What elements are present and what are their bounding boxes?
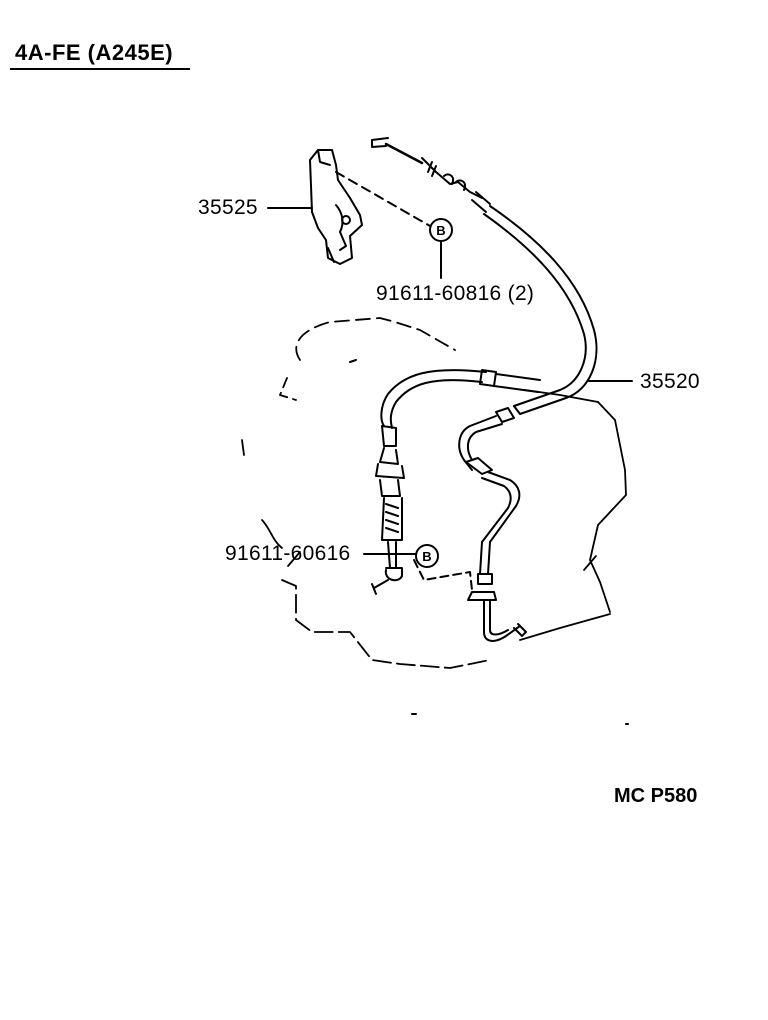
bolt-lower-dashline	[413, 559, 473, 591]
bolt-marker-lower-label: B	[422, 549, 431, 564]
shift-control-cable	[458, 205, 598, 642]
cable-top-end	[371, 137, 491, 213]
bolt-upper-dashline	[335, 171, 431, 227]
transmission-outline	[241, 317, 627, 669]
callout-bolt-lower: 91611-60616	[225, 542, 351, 565]
bolt-marker-lower: B	[415, 544, 439, 568]
shift-cable-bracket	[309, 149, 363, 265]
callout-bolt-upper: 91611-60816 (2)	[376, 282, 535, 305]
callout-bracket: 35525	[198, 196, 258, 219]
callout-cable: 35520	[640, 370, 700, 393]
shift-cable-rod	[371, 369, 541, 595]
bolt-marker-upper-label: B	[436, 223, 445, 238]
bolt-marker-upper: B	[429, 218, 453, 242]
outline-tick	[349, 359, 357, 363]
diagram-title: 4A-FE (A245E)	[15, 40, 174, 65]
title-underline	[10, 68, 190, 70]
illustration-code: MC P580	[614, 785, 698, 807]
